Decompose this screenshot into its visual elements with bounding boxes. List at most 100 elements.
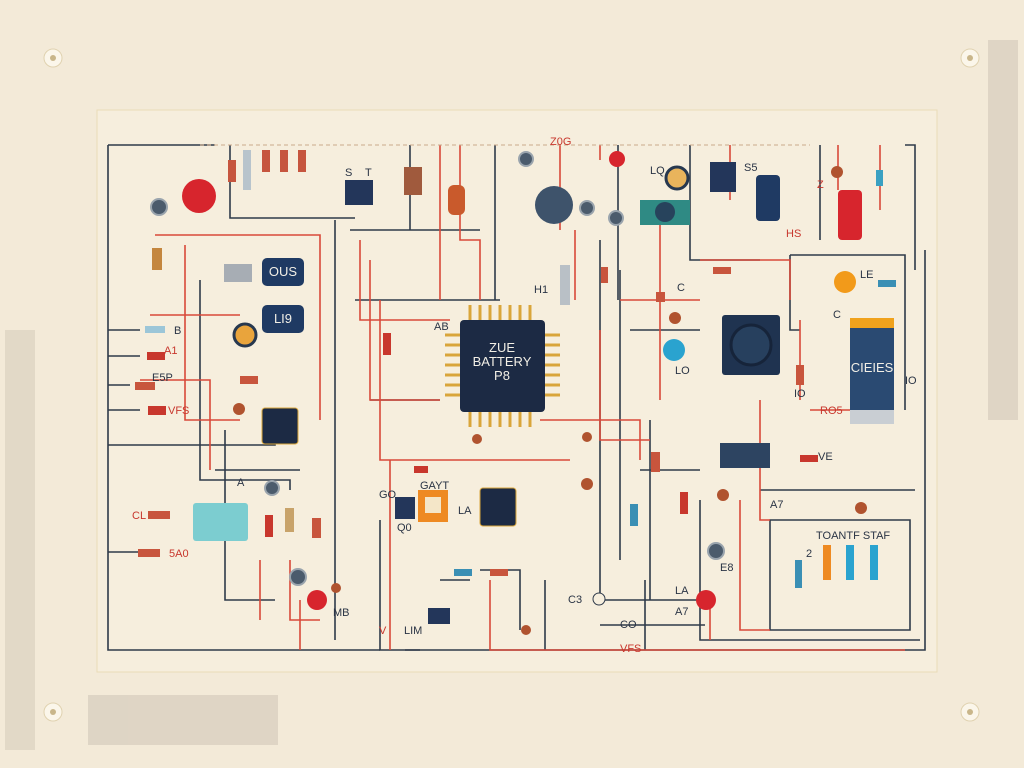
schematic-mark (445, 305, 560, 427)
diode (145, 326, 165, 333)
schematic-mark (468, 305, 532, 427)
schematic-mark (846, 545, 854, 580)
schematic-mark (359, 145, 570, 461)
schematic-mark: OUS (269, 264, 298, 279)
label-e8: E8 (720, 562, 733, 574)
label-2: 2 (806, 548, 812, 560)
capacitor-ous (262, 258, 304, 286)
schematic-mark (88, 695, 278, 745)
fuse (560, 265, 570, 305)
schematic-mark (472, 434, 482, 444)
jack (150, 198, 168, 216)
schematic-mark (850, 410, 894, 424)
schematic-mark (713, 267, 731, 274)
battery (850, 318, 894, 424)
schematic-mark (967, 55, 973, 61)
led (232, 322, 258, 348)
label-a7: A7 (675, 606, 688, 618)
components: OUS LI9 (135, 150, 896, 635)
label-mb: MB (333, 607, 350, 619)
schematic-mark (800, 455, 818, 462)
ic-small (261, 407, 299, 445)
schematic-mark (760, 254, 915, 631)
label-z0g: Z0G (550, 136, 571, 148)
schematic-mark (967, 709, 973, 715)
main-ic-chip: ZUE BATTERY P8 (445, 305, 560, 427)
label-co: CO (620, 619, 637, 631)
schematic-mark: CIEIES (851, 360, 894, 375)
label-h1: H1 (534, 284, 548, 296)
schematic-mark (454, 569, 472, 576)
label-t: T (365, 167, 372, 179)
label-hs: HS (786, 228, 801, 240)
schematic-mark (664, 165, 690, 191)
resistor (280, 150, 288, 172)
schematic-mark (579, 200, 595, 216)
schematic-mark (608, 210, 624, 226)
schematic-mark (582, 432, 592, 442)
resistor (135, 382, 155, 390)
labels: Z0G S T LQ S5 HS Z LE C C LO RO5 IO IO H… (132, 136, 917, 655)
label-q0: Q0 (397, 522, 412, 534)
schematic-mark (490, 569, 508, 576)
piezo (535, 186, 573, 224)
corner-pins (43, 48, 980, 722)
schematic-mark (581, 478, 593, 490)
schematic-mark (656, 292, 665, 302)
label-a1: A1 (164, 345, 177, 357)
ic (710, 162, 736, 192)
red-button (182, 179, 216, 213)
label-cl: CL (132, 510, 146, 522)
schematic-mark (878, 280, 896, 287)
label-lq: LQ (650, 165, 665, 177)
schematic-mark (876, 170, 883, 186)
label-c-mid: C (677, 282, 685, 294)
resistor (240, 376, 258, 384)
label-vfs-bottom: VFS (620, 643, 641, 655)
resistor (148, 406, 166, 415)
chip-label-3: P8 (494, 368, 510, 383)
lcd-module (193, 503, 248, 541)
schematic-mark (850, 318, 894, 328)
schematic-mark (460, 320, 545, 412)
schematic-mark (445, 333, 560, 397)
switch (224, 264, 252, 282)
schematic-mark (148, 511, 170, 519)
schematic-mark (289, 568, 307, 586)
schematic-mark (696, 590, 716, 610)
label-go: GO (379, 489, 397, 501)
label-ve: VE (818, 451, 833, 463)
label-5a0: 5A0 (169, 548, 189, 560)
chip-label-1: ZUE (489, 340, 515, 355)
schematic-mark (383, 333, 391, 355)
schematic-mark (140, 234, 321, 621)
inductor (448, 185, 465, 215)
schematic-mark (707, 542, 725, 560)
blue-led (663, 339, 685, 361)
capacitor (756, 175, 780, 221)
label-a7-far: A7 (770, 499, 783, 511)
schematic-mark (823, 545, 831, 580)
label-le: LE (860, 269, 873, 281)
schematic-mark (312, 518, 321, 538)
schematic-mark (265, 515, 273, 537)
schematic-mark (395, 497, 415, 519)
schematic-mark (518, 151, 534, 167)
big-resistor (838, 190, 862, 240)
resistor (147, 352, 165, 360)
label-ro5: RO5 (820, 405, 843, 417)
label-ab: AB (434, 321, 449, 333)
schematic-mark (796, 365, 804, 385)
label-lim: LIM (404, 625, 422, 637)
label-la-left: LA (458, 505, 472, 517)
label-e5p: E5P (152, 372, 173, 384)
resistor (152, 248, 162, 270)
fuse (243, 150, 251, 190)
schematic-mark (199, 220, 500, 640)
schematic-mark (651, 452, 660, 472)
schematic-mark (414, 466, 428, 473)
label-z: Z (817, 179, 824, 191)
red-led (307, 590, 327, 610)
schematic-mark (331, 583, 341, 593)
